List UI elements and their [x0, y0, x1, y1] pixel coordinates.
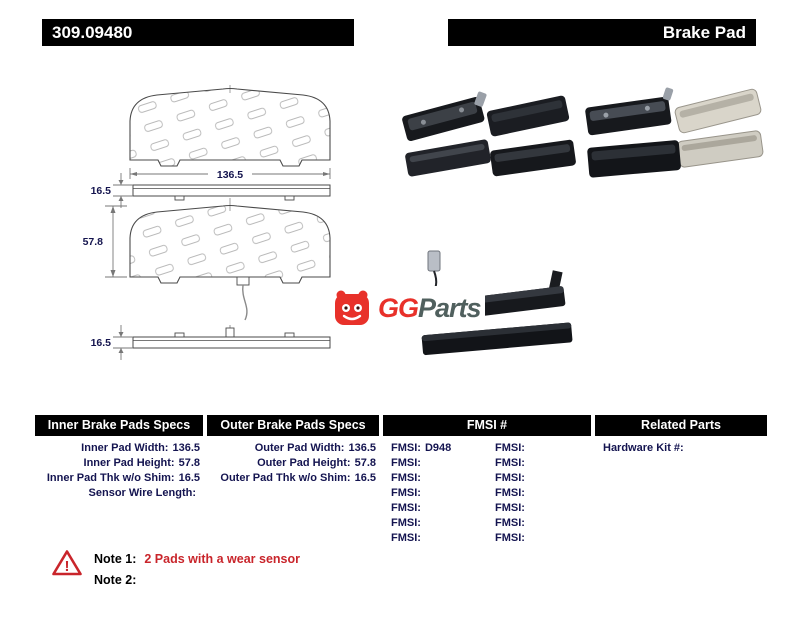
spec-row-inner-thk: Inner Pad Thk w/o Shim:16.5: [46, 472, 200, 484]
outer-specs-column: Outer Brake Pads Specs Outer Pad Width:1…: [207, 415, 379, 546]
note-2: Note 2:: [94, 570, 300, 591]
ggparts-logo-icon: [335, 290, 369, 325]
part-number: 309.09480: [52, 22, 133, 42]
outer-specs-header: Outer Brake Pads Specs: [207, 415, 379, 436]
inner-pad-front-view: [129, 198, 331, 321]
ggparts-logo: GGParts: [328, 286, 485, 330]
note-2-label: Note 2:: [94, 573, 137, 587]
technical-drawing: 136.5 16.5: [83, 85, 331, 360]
fmsi-cell: FMSI:D948: [391, 442, 452, 454]
fmsi-cell: FMSI:: [391, 532, 421, 544]
fmsi-cell: FMSI:: [495, 517, 525, 529]
fmsi-cell: FMSI:: [495, 532, 525, 544]
dimension-inner-thickness: 16.5: [91, 325, 133, 360]
fmsi-cell: FMSI:: [495, 472, 525, 484]
dim-outer-thickness-label: 16.5: [91, 185, 112, 197]
fmsi-cell: FMSI:: [391, 502, 421, 514]
fmsi-cell: FMSI:: [391, 472, 421, 484]
fmsi-cell: FMSI:: [391, 487, 421, 499]
note-1-label: Note 1:: [94, 552, 137, 566]
fmsi-cell: FMSI:: [391, 517, 421, 529]
spec-table: Inner Brake Pads Specs Inner Pad Width:1…: [35, 415, 767, 546]
spec-row-outer-width: Outer Pad Width:136.5: [254, 442, 376, 454]
fmsi-column: FMSI # FMSI:D948 FMSI: FMSI: FMSI: FMSI:…: [383, 415, 591, 546]
related-parts-row: Hardware Kit #:: [603, 442, 684, 454]
fmsi-cell: FMSI:: [391, 457, 421, 469]
pad-photo: [587, 140, 681, 178]
spec-row-sensor-wire: Sensor Wire Length:: [88, 487, 196, 499]
svg-text:!: !: [65, 558, 70, 575]
spec-row-inner-height: Inner Pad Height:57.8: [83, 457, 200, 469]
fmsi-cell: FMSI:: [495, 457, 525, 469]
part-number-bar: 309.09480: [42, 19, 354, 46]
pad-photo: [490, 139, 576, 177]
pad-photo: [486, 95, 570, 137]
dim-inner-thickness-label: 16.5: [91, 337, 112, 349]
pad-edge-photo: [421, 322, 573, 356]
fmsi-cell: FMSI:: [495, 442, 525, 454]
sensor-clip: [474, 91, 487, 107]
product-type-bar: Brake Pad: [448, 19, 756, 46]
pad-photo: [405, 139, 491, 177]
ceramic-pad-photo: [674, 88, 762, 134]
logo-gg: GG: [378, 292, 419, 323]
spec-row-outer-height: Outer Pad Height:57.8: [257, 457, 376, 469]
ggparts-logo-text: GGParts: [378, 292, 482, 323]
spec-row-inner-width: Inner Pad Width:136.5: [81, 442, 200, 454]
fmsi-cell: FMSI:: [495, 487, 525, 499]
outer-pad-front-view: [129, 85, 331, 167]
dim-pad-height-label: 57.8: [83, 236, 104, 248]
note-lines: Note 1: 2 Pads with a wear sensor Note 2:: [94, 549, 300, 591]
sensor-clip: [662, 87, 674, 101]
related-parts-header: Related Parts: [595, 415, 767, 436]
inner-pad-side-view: [132, 325, 331, 349]
outer-pad-side-view: [132, 184, 331, 201]
fmsi-grid: FMSI:D948 FMSI: FMSI: FMSI: FMSI: FMSI: …: [383, 441, 591, 546]
wear-sensor-wire: [242, 284, 248, 321]
dimension-outer-thickness: 16.5: [91, 173, 133, 208]
note-1-text: 2 Pads with a wear sensor: [144, 552, 300, 566]
dim-pad-width-label: 136.5: [217, 169, 243, 181]
fmsi-header: FMSI #: [383, 415, 591, 436]
spec-row-outer-thk: Outer Pad Thk w/o Shim:16.5: [220, 472, 376, 484]
product-type-title: Brake Pad: [662, 22, 746, 42]
warning-icon: !: [52, 550, 82, 576]
note-1: Note 1: 2 Pads with a wear sensor: [94, 549, 300, 570]
dimension-pad-width: 136.5: [129, 167, 331, 181]
pad-photo-set-1: [402, 91, 576, 177]
dimension-pad-height: 57.8: [83, 205, 127, 278]
logo-parts: Parts: [418, 292, 482, 323]
pad-photo: [402, 96, 485, 141]
pad-photo-set-2: [585, 87, 764, 178]
ceramic-pad-photo: [676, 130, 764, 168]
inner-specs-header: Inner Brake Pads Specs: [35, 415, 203, 436]
wear-sensor-tab: [236, 276, 250, 286]
pad-photo: [585, 96, 672, 136]
related-parts-column: Related Parts Hardware Kit #:: [595, 415, 767, 546]
notes-section: ! Note 1: 2 Pads with a wear sensor Note …: [52, 549, 300, 591]
fmsi-cell: FMSI:: [495, 502, 525, 514]
inner-specs-column: Inner Brake Pads Specs Inner Pad Width:1…: [35, 415, 203, 546]
